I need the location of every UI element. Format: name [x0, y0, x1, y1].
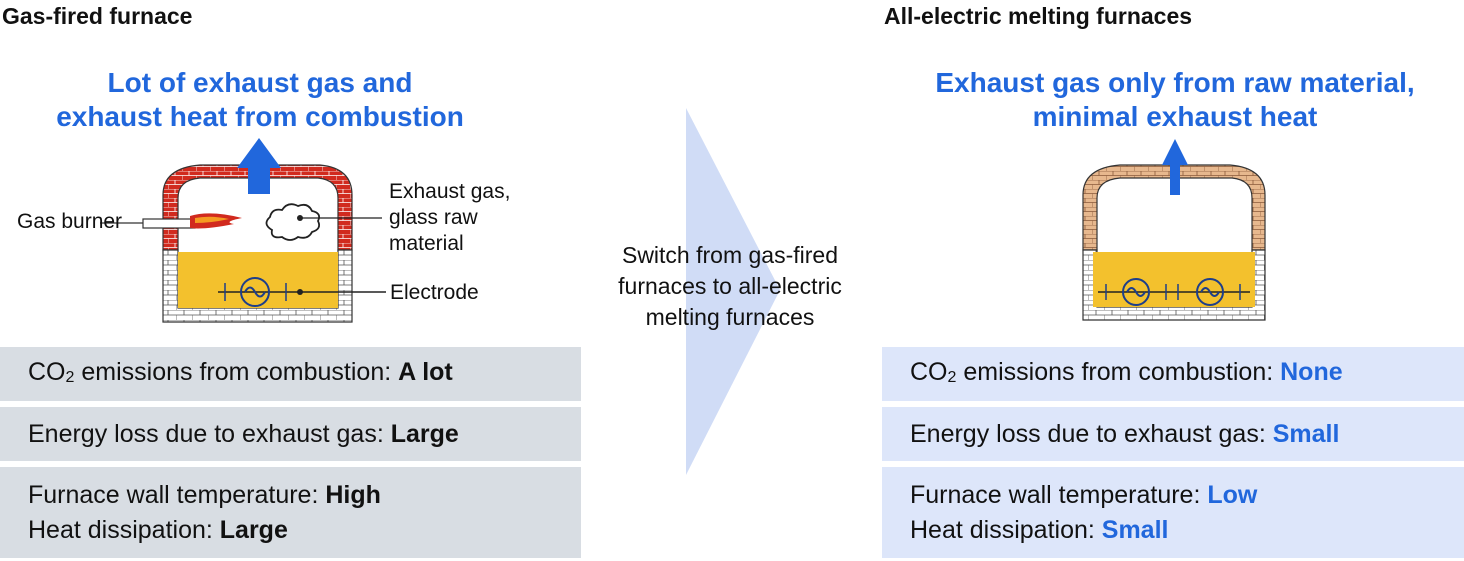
- row-value: A lot: [398, 358, 453, 386]
- row-text: emissions from combustion:: [956, 358, 1281, 386]
- row-value: Large: [219, 515, 288, 544]
- row-text: Heat dissipation:: [28, 515, 220, 544]
- left-co2-row: CO2 emissions from combustion: A lot: [0, 347, 581, 401]
- row-text: Furnace wall temperature:: [28, 480, 326, 509]
- left-caption-line2: exhaust heat from combustion: [56, 101, 464, 132]
- right-wall-row: Furnace wall temperature: Low Heat dissi…: [882, 467, 1464, 558]
- left-energy-row: Energy loss due to exhaust gas: Large: [0, 407, 581, 461]
- left-caption-line1: Lot of exhaust gas and: [107, 67, 413, 98]
- right-caption: Exhaust gas only from raw material, mini…: [900, 66, 1450, 134]
- left-caption: Lot of exhaust gas and exhaust heat from…: [30, 66, 490, 134]
- co2-prefix: CO: [910, 358, 948, 386]
- gas-burner-label: Gas burner: [17, 210, 123, 233]
- row-value: Large: [390, 419, 459, 448]
- right-energy-row: Energy loss due to exhaust gas: Small: [882, 407, 1464, 461]
- electrode-label: Electrode: [390, 281, 479, 304]
- right-caption-line1: Exhaust gas only from raw material,: [935, 67, 1415, 98]
- row-value: Low: [1207, 480, 1258, 509]
- row-text: emissions from combustion:: [74, 358, 399, 386]
- co2-subscript: 2: [65, 369, 75, 386]
- right-co2-row: CO2 emissions from combustion: None: [882, 347, 1464, 401]
- row-value: Small: [1272, 419, 1340, 448]
- row-text: Energy loss due to exhaust gas:: [28, 419, 391, 448]
- exhaust-label-line3: material: [389, 232, 464, 255]
- co2-subscript: 2: [947, 369, 957, 386]
- exhaust-label-line2: glass raw: [389, 206, 478, 229]
- row-text: Energy loss due to exhaust gas:: [910, 419, 1273, 448]
- left-wall-row: Furnace wall temperature: High Heat diss…: [0, 467, 581, 558]
- row-value: Small: [1101, 515, 1169, 544]
- exhaust-label: Exhaust gas, glass raw material: [389, 179, 510, 257]
- left-heading: Gas-fired furnace: [2, 3, 193, 29]
- right-heading: All-electric melting furnaces: [884, 3, 1193, 29]
- row-text: Heat dissipation:: [910, 515, 1102, 544]
- exhaust-label-line1: Exhaust gas,: [389, 180, 511, 203]
- row-value: None: [1280, 358, 1343, 386]
- row-value: High: [325, 480, 381, 509]
- switch-line3: melting furnaces: [645, 304, 815, 330]
- switch-line1: Switch from gas-fired: [621, 242, 838, 268]
- right-caption-line2: minimal exhaust heat: [1032, 101, 1318, 132]
- row-text: Furnace wall temperature:: [910, 480, 1208, 509]
- switch-description: Switch from gas-fired furnaces to all-el…: [590, 240, 870, 333]
- switch-line2: furnaces to all-electric: [618, 273, 842, 299]
- co2-prefix: CO: [28, 358, 66, 386]
